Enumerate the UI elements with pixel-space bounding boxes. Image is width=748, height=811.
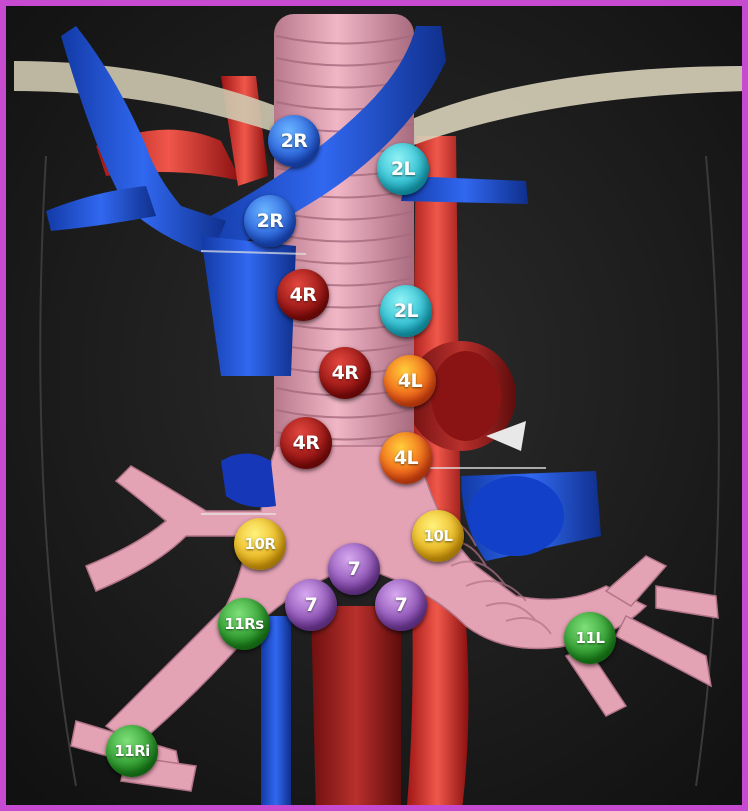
node-station-4R-upper: 4R (277, 269, 329, 321)
node-station-10R: 10R (234, 518, 286, 570)
node-station-2R-upper: 2R (268, 115, 320, 167)
node-label: 2L (391, 158, 415, 180)
node-station-4R-lower: 4R (280, 417, 332, 469)
node-label: 11Rs (224, 615, 263, 633)
node-station-4L-lower: 4L (380, 432, 432, 484)
node-station-7-top: 7 (328, 543, 380, 595)
node-label: 11Ri (114, 742, 150, 760)
node-station-11L: 11L (564, 612, 616, 664)
node-station-2R-lower: 2R (244, 195, 296, 247)
node-label: 7 (348, 558, 361, 580)
node-station-2L-lower: 2L (380, 285, 432, 337)
node-station-2L-upper: 2L (377, 143, 429, 195)
node-label: 4L (398, 370, 422, 392)
node-label: 2L (394, 300, 418, 322)
node-label: 10L (424, 527, 453, 545)
node-label: 4R (332, 362, 359, 384)
node-label: 4R (290, 284, 317, 306)
node-label: 7 (395, 594, 408, 616)
node-label: 4L (394, 447, 418, 469)
pulmonary-vein-opening (468, 476, 564, 556)
node-station-11Rs: 11Rs (218, 598, 270, 650)
node-label: 2R (257, 210, 284, 232)
node-label: 11L (576, 629, 605, 647)
mediastinal-anatomy-illustration (6, 6, 748, 811)
node-station-4R-middle: 4R (319, 347, 371, 399)
node-station-7-left: 7 (285, 579, 337, 631)
pulmonary-trunk (311, 606, 401, 811)
node-label: 7 (305, 594, 318, 616)
node-station-4L-upper: 4L (384, 355, 436, 407)
node-station-10L: 10L (412, 510, 464, 562)
node-label: 10R (245, 535, 276, 553)
node-label: 2R (281, 130, 308, 152)
node-station-7-right: 7 (375, 579, 427, 631)
inferior-vein (261, 616, 291, 811)
node-station-11Ri: 11Ri (106, 725, 158, 777)
node-label: 4R (293, 432, 320, 454)
